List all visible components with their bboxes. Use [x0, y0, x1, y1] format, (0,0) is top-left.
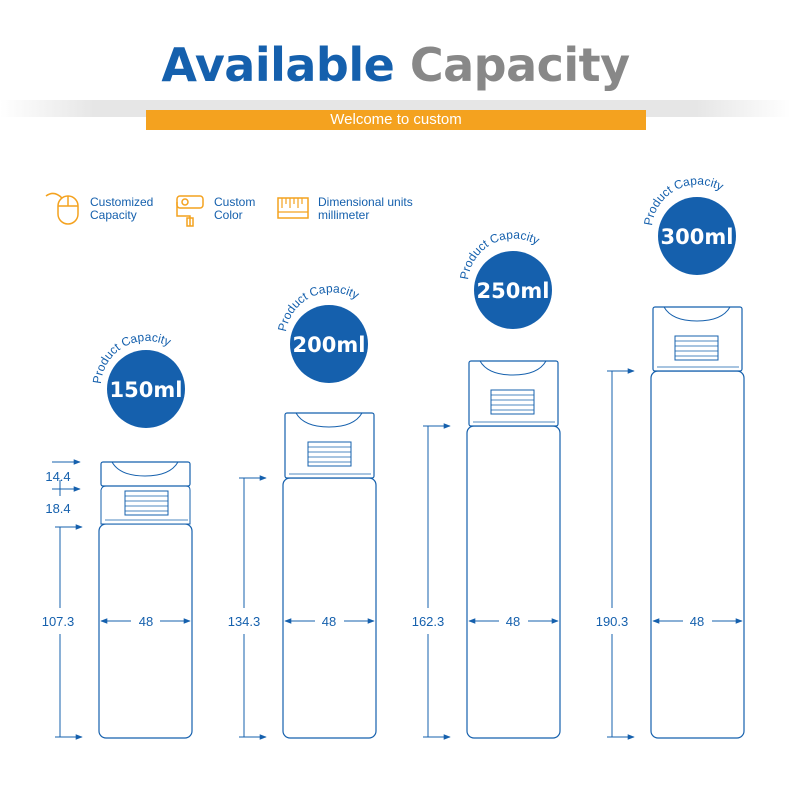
- page-title: Available Capacity: [0, 38, 791, 92]
- subtitle-banner: Welcome to custom: [146, 110, 646, 130]
- width-label-300ml: 48: [690, 614, 704, 629]
- legend-item-color: Custom Color: [174, 190, 255, 228]
- capacity-value-200ml: 200ml: [293, 333, 366, 357]
- legend-item-capacity: Customized Capacity: [44, 190, 153, 228]
- ruler-icon: [277, 197, 309, 219]
- capacity-badge-150ml: Product Capacity 150ml: [90, 330, 185, 428]
- bottle-150ml: 48 107.3 14.4 18.4: [42, 459, 193, 740]
- height-label-200ml: 134.3: [228, 614, 261, 629]
- capacity-value-250ml: 250ml: [477, 279, 550, 303]
- legend-units-line1: Dimensional units: [318, 195, 413, 209]
- width-label-250ml: 48: [506, 614, 520, 629]
- capacity-badge-300ml: Product Capacity 300ml: [641, 174, 736, 275]
- paint-roller-icon: [176, 195, 204, 227]
- capacity-value-300ml: 300ml: [661, 225, 734, 249]
- height-label-150ml: 107.3: [42, 614, 75, 629]
- capacity-badge-200ml: Product Capacity 200ml: [275, 281, 368, 383]
- capacity-value-150ml: 150ml: [110, 378, 183, 402]
- legend-units-line2: millimeter: [318, 208, 370, 222]
- title-part-capacity: Capacity: [409, 38, 630, 92]
- legend-item-units: Dimensional units millimeter: [276, 190, 413, 228]
- legend-capacity-line2: Capacity: [90, 208, 137, 222]
- bottle-250ml: 48 162.3: [412, 360, 561, 740]
- capacity-badge-250ml: Product Capacity 250ml: [457, 228, 552, 329]
- cap-height-label: 14.4: [45, 469, 70, 484]
- height-label-300ml: 190.3: [596, 614, 629, 629]
- bottle-200ml: 48 134.3: [228, 412, 377, 740]
- legend-capacity-line1: Customized: [90, 195, 154, 209]
- title-part-available: Available: [161, 38, 395, 92]
- bottle-300ml: 48 190.3: [596, 306, 745, 740]
- legend-color-line1: Custom: [214, 195, 256, 209]
- width-label-200ml: 48: [322, 614, 336, 629]
- neck-height-label: 18.4: [45, 501, 70, 516]
- legend-color-line2: Color: [214, 208, 243, 222]
- width-label-150ml: 48: [139, 614, 153, 629]
- height-label-250ml: 162.3: [412, 614, 445, 629]
- mouse-icon: [45, 192, 79, 225]
